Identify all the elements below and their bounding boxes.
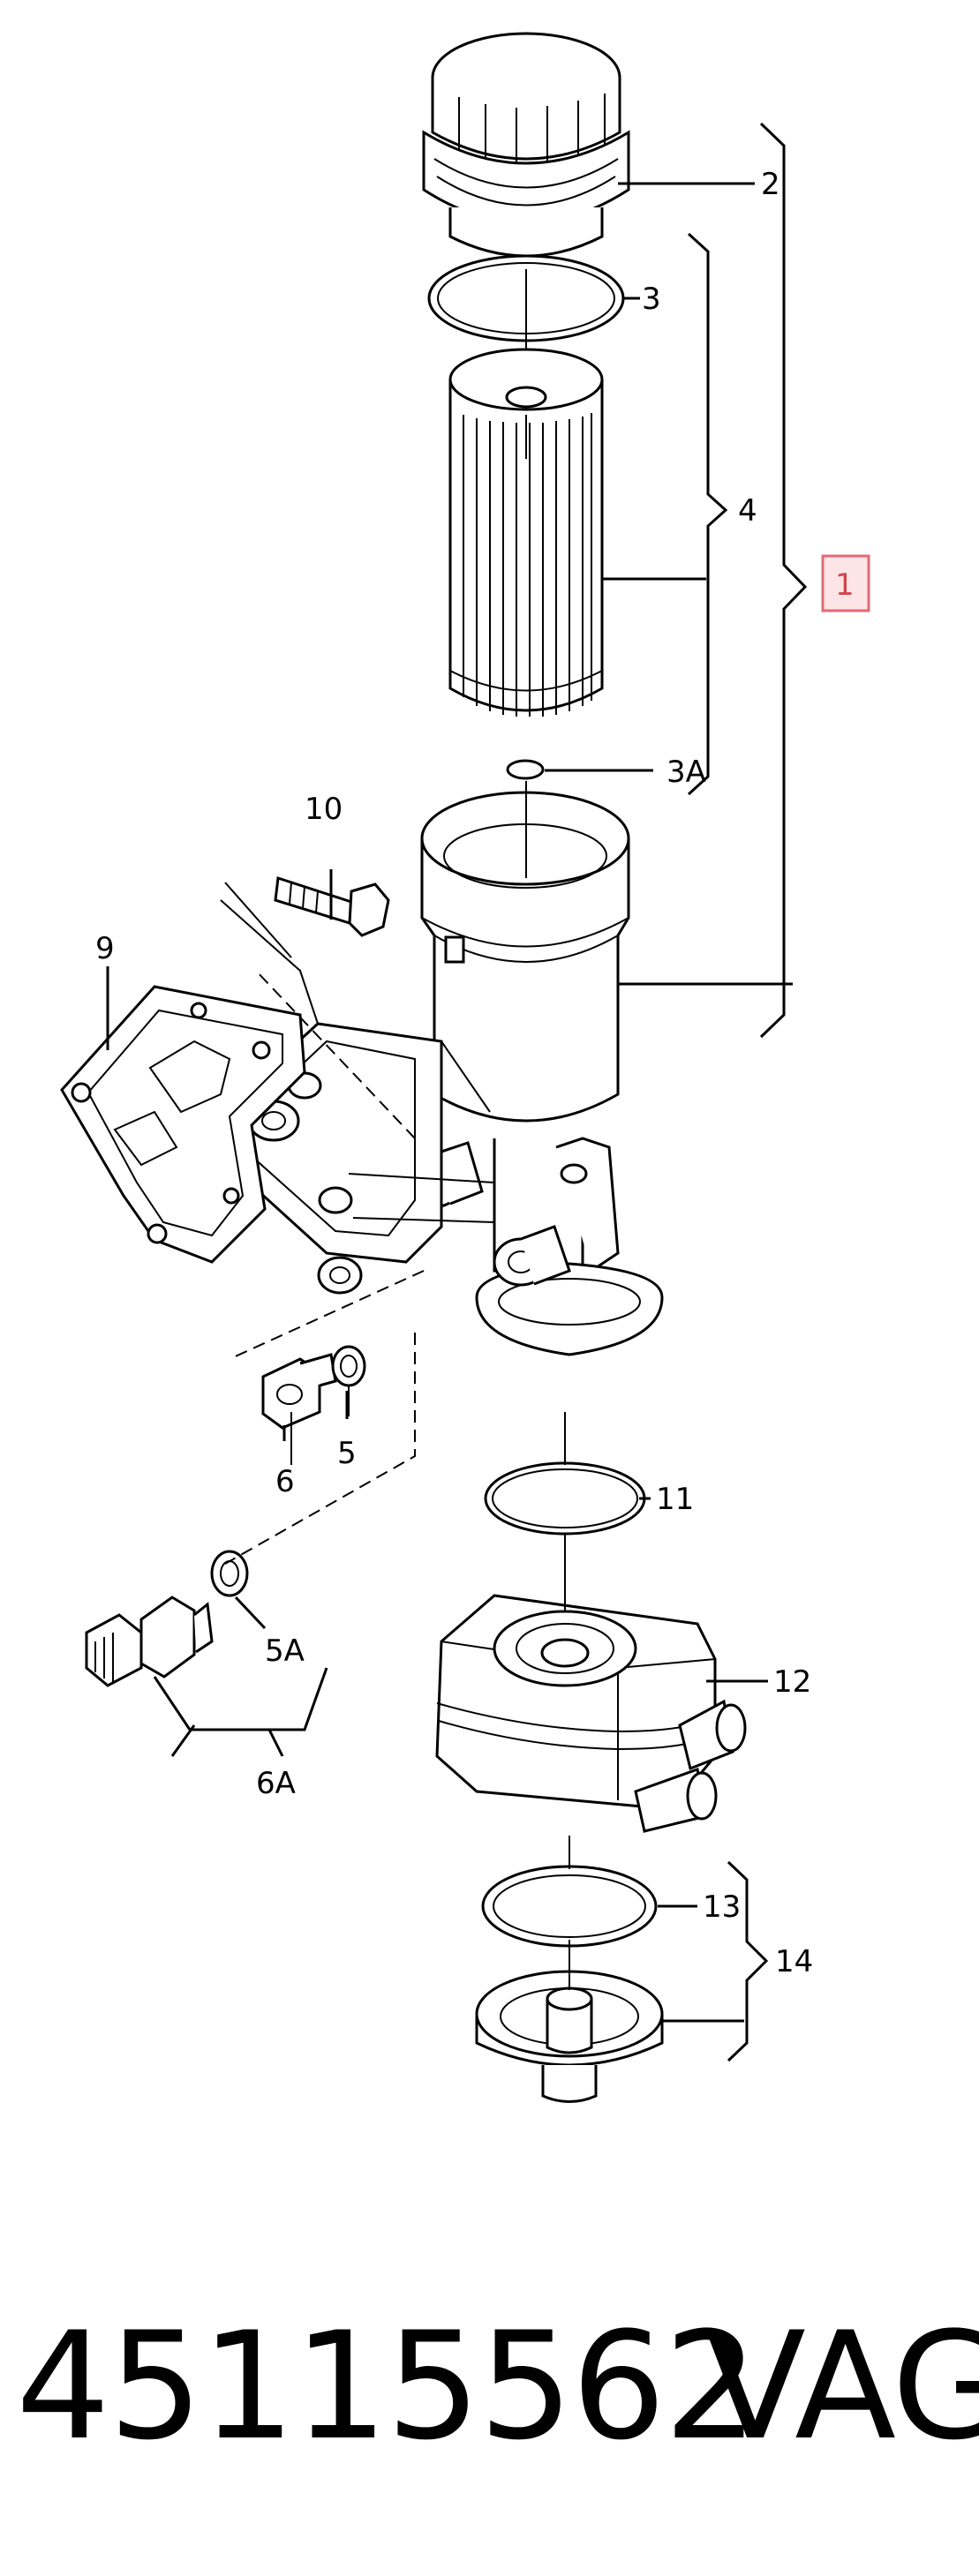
part-11-o-ring	[484, 1461, 646, 1536]
part-6a-union-fitting	[85, 1596, 214, 1687]
bracket-6a	[153, 1667, 328, 1757]
callout-9: 9	[95, 931, 115, 966]
callout-4: 4	[738, 493, 757, 529]
assembly-axis-lines	[220, 269, 570, 1990]
part-12-oil-cooler	[435, 1594, 747, 1833]
callout-12: 12	[773, 1664, 811, 1700]
leader-lines	[106, 182, 793, 2023]
callout-5a: 5A	[265, 1633, 305, 1669]
part-6-plug-screw	[261, 1353, 337, 1430]
part-filter-housing	[401, 791, 664, 1356]
part-14-adapter	[475, 1970, 664, 2103]
part-5a-washer	[210, 1550, 249, 1597]
callout-10: 10	[305, 792, 343, 827]
callout-11: 11	[656, 1482, 694, 1517]
callout-5: 5	[337, 1436, 357, 1471]
callout-1-highlight-box	[821, 554, 870, 612]
part-number: 45115562	[16, 2300, 758, 2473]
callout-6: 6	[275, 1464, 295, 1499]
part-2-filter-cap	[422, 32, 630, 258]
part-5-washer	[331, 1345, 366, 1387]
callout-14: 14	[775, 1944, 813, 1979]
part-9-gasket	[60, 985, 306, 1264]
callout-2: 2	[761, 167, 780, 202]
callout-13: 13	[703, 1889, 741, 1925]
callout-3: 3	[642, 282, 661, 317]
part-13-o-ring	[481, 1865, 658, 1948]
bracket-14	[727, 1860, 769, 2062]
part-4-filter-element	[448, 348, 604, 717]
bracket-1	[759, 122, 808, 1039]
brand-name: VAG	[704, 2300, 979, 2473]
callout-6a: 6A	[256, 1766, 296, 1801]
callout-1: 1	[835, 567, 855, 603]
part-3a-small-seal	[506, 759, 545, 780]
callout-3a: 3A	[666, 755, 706, 790]
bracket-4	[687, 232, 728, 796]
